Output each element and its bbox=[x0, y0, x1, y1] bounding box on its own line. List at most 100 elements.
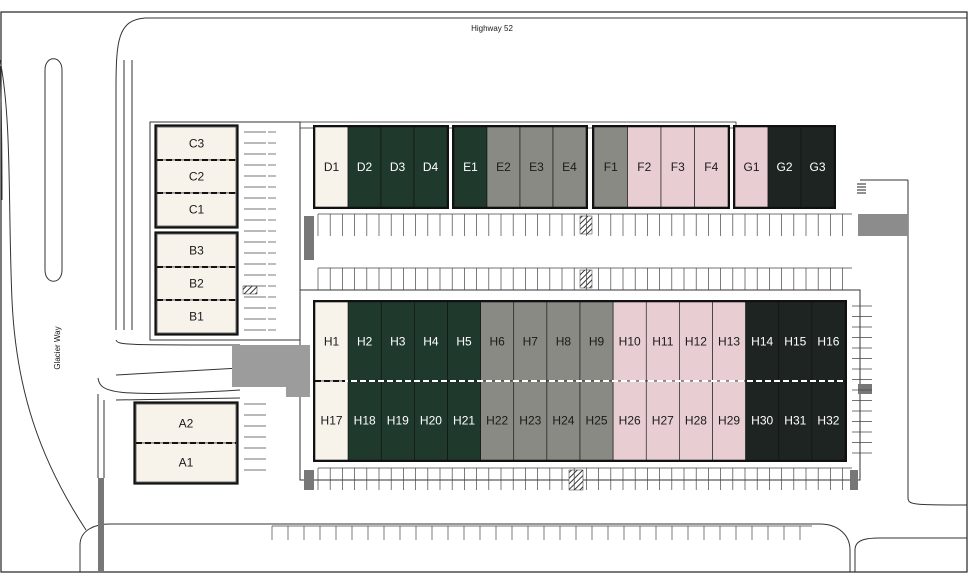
lot-shape bbox=[135, 403, 237, 444]
lot-h16[interactable]: H16 bbox=[811, 301, 846, 382]
lot-a2[interactable]: A2 bbox=[135, 403, 237, 444]
lot-shape bbox=[447, 301, 481, 382]
lot-h32[interactable]: H32 bbox=[811, 380, 846, 461]
lot-label: E2 bbox=[496, 160, 511, 174]
lot-shape bbox=[546, 301, 581, 382]
lot-h12[interactable]: H12 bbox=[679, 301, 713, 382]
lot-shape bbox=[380, 301, 415, 382]
walkway-3 bbox=[850, 470, 858, 490]
walkway-4 bbox=[858, 384, 872, 394]
lot-label: C3 bbox=[189, 137, 205, 151]
lot-h14[interactable]: H14 bbox=[745, 301, 780, 382]
lot-h25[interactable]: H25 bbox=[579, 380, 614, 461]
lot-shape bbox=[380, 126, 415, 208]
lot-f2[interactable]: F2 bbox=[627, 126, 662, 208]
lot-d4[interactable]: D4 bbox=[413, 126, 448, 208]
pad-outline bbox=[154, 124, 239, 229]
stall-column-west bbox=[244, 131, 266, 331]
hatch-4 bbox=[568, 469, 584, 491]
lot-shape bbox=[645, 301, 680, 382]
lot-e4[interactable]: E4 bbox=[552, 126, 587, 208]
drive-west-2 bbox=[286, 345, 310, 397]
lot-label: H5 bbox=[456, 335, 472, 349]
lot-label: H6 bbox=[490, 335, 506, 349]
lot-h19[interactable]: H19 bbox=[380, 380, 415, 461]
lot-h15[interactable]: H15 bbox=[778, 301, 813, 382]
lot-h21[interactable]: H21 bbox=[447, 380, 481, 461]
lot-label: E1 bbox=[463, 160, 478, 174]
lot-label: G3 bbox=[809, 160, 825, 174]
lot-h8[interactable]: H8 bbox=[546, 301, 581, 382]
lot-d1[interactable]: D1 bbox=[314, 126, 349, 208]
lot-label: H25 bbox=[586, 414, 608, 428]
lot-h9[interactable]: H9 bbox=[579, 301, 614, 382]
lot-h3[interactable]: H3 bbox=[380, 301, 415, 382]
hatch-2 bbox=[579, 215, 593, 235]
lot-h1[interactable]: H1 bbox=[314, 301, 349, 382]
lot-shape bbox=[447, 380, 481, 461]
lot-h6[interactable]: H6 bbox=[480, 301, 515, 382]
lot-h4[interactable]: H4 bbox=[414, 301, 448, 382]
lot-h31[interactable]: H31 bbox=[778, 380, 813, 461]
lot-g3[interactable]: G3 bbox=[800, 126, 835, 208]
lot-c1[interactable]: C1 bbox=[156, 192, 237, 227]
lot-shape bbox=[800, 126, 835, 208]
lot-h18[interactable]: H18 bbox=[347, 380, 382, 461]
lot-c2[interactable]: C2 bbox=[156, 159, 237, 194]
lot-shape bbox=[347, 380, 382, 461]
lot-b3[interactable]: B3 bbox=[156, 233, 237, 268]
lot-f4[interactable]: F4 bbox=[694, 126, 729, 208]
lot-c3[interactable]: C3 bbox=[156, 126, 237, 161]
lot-label: D4 bbox=[423, 160, 439, 174]
lot-label: H29 bbox=[718, 414, 740, 428]
lot-h11[interactable]: H11 bbox=[645, 301, 680, 382]
lot-d2[interactable]: D2 bbox=[347, 126, 382, 208]
lot-label: B3 bbox=[189, 244, 204, 258]
lot-label: F2 bbox=[637, 160, 651, 174]
lot-h10[interactable]: H10 bbox=[612, 301, 647, 382]
stall-column-sw bbox=[244, 403, 266, 471]
lot-label: H12 bbox=[685, 335, 707, 349]
lot-h17[interactable]: H17 bbox=[314, 380, 349, 461]
lot-e1[interactable]: E1 bbox=[453, 126, 488, 208]
lot-label: A2 bbox=[179, 417, 194, 431]
lot-label: H14 bbox=[751, 335, 773, 349]
lot-h23[interactable]: H23 bbox=[513, 380, 548, 461]
lot-f3[interactable]: F3 bbox=[660, 126, 695, 208]
lot-shape bbox=[347, 301, 382, 382]
lot-d3[interactable]: D3 bbox=[380, 126, 415, 208]
lot-g2[interactable]: G2 bbox=[767, 126, 802, 208]
lot-h27[interactable]: H27 bbox=[645, 380, 680, 461]
lot-h5[interactable]: H5 bbox=[447, 301, 481, 382]
lot-h13[interactable]: H13 bbox=[712, 301, 746, 382]
lot-e3[interactable]: E3 bbox=[519, 126, 554, 208]
lot-shape bbox=[135, 442, 237, 483]
lot-h29[interactable]: H29 bbox=[712, 380, 746, 461]
lot-b1[interactable]: B1 bbox=[156, 299, 237, 334]
lot-label: A1 bbox=[179, 456, 194, 470]
lot-a1[interactable]: A1 bbox=[135, 442, 237, 483]
walkway-2 bbox=[304, 470, 314, 490]
lot-e2[interactable]: E2 bbox=[486, 126, 521, 208]
lot-label: H9 bbox=[589, 335, 605, 349]
lot-h7[interactable]: H7 bbox=[513, 301, 548, 382]
lot-shape bbox=[612, 301, 647, 382]
lot-label: C2 bbox=[189, 170, 205, 184]
lot-g1[interactable]: G1 bbox=[734, 126, 769, 208]
lot-f1[interactable]: F1 bbox=[593, 126, 628, 208]
building-outline bbox=[452, 125, 588, 209]
parking-stalls bbox=[244, 131, 872, 540]
stall-row-north-upper bbox=[317, 213, 852, 236]
lot-h26[interactable]: H26 bbox=[612, 380, 647, 461]
west-pad-enclosure bbox=[149, 121, 301, 341]
lot-h24[interactable]: H24 bbox=[546, 380, 581, 461]
lot-h28[interactable]: H28 bbox=[679, 380, 713, 461]
lot-h30[interactable]: H30 bbox=[745, 380, 780, 461]
stall-column-west-inner bbox=[268, 131, 276, 331]
pad-outline bbox=[154, 231, 239, 336]
lot-b2[interactable]: B2 bbox=[156, 266, 237, 301]
lot-h2[interactable]: H2 bbox=[347, 301, 382, 382]
lot-h22[interactable]: H22 bbox=[480, 380, 515, 461]
lot-h20[interactable]: H20 bbox=[414, 380, 448, 461]
